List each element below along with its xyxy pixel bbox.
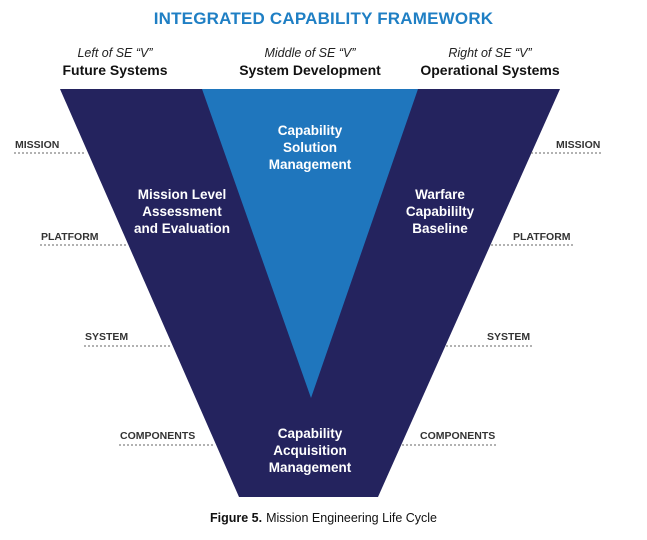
area-left-line-3: and Evaluation (133, 221, 231, 236)
area-middle-line-1: Capability (277, 123, 343, 138)
level-label-mission-left: MISSION (15, 139, 60, 151)
column-subtitle-left: Left of SE “V” (77, 46, 153, 60)
column-header-middle: Middle of SE “V” System Development (210, 46, 410, 78)
figure-caption-text: Mission Engineering Life Cycle (266, 511, 437, 525)
area-middle-line-2: Solution (283, 140, 337, 155)
area-warfare-capability-baseline: Warfare Capabililty Baseline (365, 186, 515, 237)
level-label-components-left: COMPONENTS (120, 430, 196, 442)
column-subtitle-middle: Middle of SE “V” (264, 46, 356, 60)
level-label-components-right: COMPONENTS (420, 430, 496, 442)
column-header-right: Right of SE “V” Operational Systems (390, 46, 590, 78)
level-label-platform-left: PLATFORM (41, 231, 99, 243)
area-capability-acquisition-management: Capability Acquisition Management (235, 425, 385, 476)
area-bottom-line-2: Acquisition (273, 443, 347, 458)
area-right-line-1: Warfare (415, 187, 465, 202)
area-bottom-line-3: Management (268, 460, 352, 475)
column-subtitle-right: Right of SE “V” (448, 46, 532, 60)
level-label-system-right: SYSTEM (487, 331, 531, 343)
column-header-left: Left of SE “V” Future Systems (15, 46, 215, 78)
figure-number: Figure 5. (209, 511, 263, 525)
area-left-line-1: Mission Level (137, 187, 227, 202)
level-label-platform-right: PLATFORM (513, 231, 571, 243)
area-mission-level-assessment: Mission Level Assessment and Evaluation (107, 186, 257, 237)
inner-v-shape (202, 89, 418, 398)
level-label-mission-right: MISSION (556, 139, 601, 151)
level-label-system-left: SYSTEM (85, 331, 129, 343)
area-left-line-2: Assessment (142, 204, 222, 219)
area-right-line-3: Baseline (412, 221, 468, 236)
column-label-middle: System Development (239, 62, 381, 78)
diagram-title: INTEGRATED CAPABILITY FRAMEWORK (153, 9, 494, 28)
column-label-right: Operational Systems (420, 62, 560, 78)
area-right-line-2: Capabililty (405, 204, 475, 219)
area-bottom-line-1: Capability (277, 426, 343, 441)
area-capability-solution-management: Capability Solution Management (235, 122, 385, 173)
area-middle-line-3: Management (268, 157, 352, 172)
figure-caption: Figure 5.Mission Engineering Life Cycle (0, 511, 647, 525)
column-label-left: Future Systems (62, 62, 168, 78)
